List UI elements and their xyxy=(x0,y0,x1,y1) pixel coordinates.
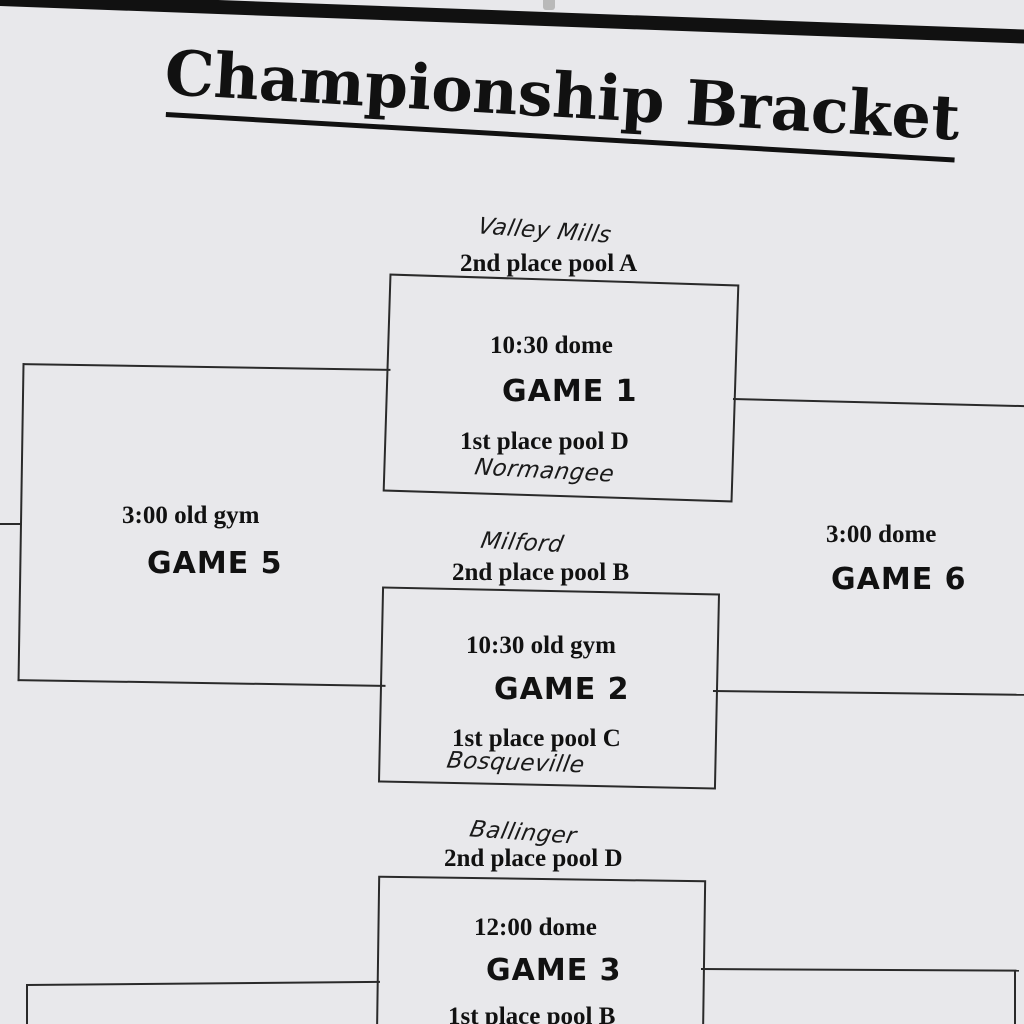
handwritten-team-game2-bottom: Bosqueville xyxy=(444,747,587,779)
pushpin-icon xyxy=(543,0,555,10)
game5-connector xyxy=(0,523,22,525)
game5-time: 3:00 old gym xyxy=(122,502,260,529)
game3-time: 12:00 dome xyxy=(474,914,597,941)
game2-bottom-slot: 1st place pool C xyxy=(452,725,621,752)
handwritten-team-game2-top: Milford xyxy=(478,527,566,559)
game8-right-edge xyxy=(1014,970,1016,1024)
game2-title: GAME 2 xyxy=(494,672,630,707)
game2-time: 10:30 old gym xyxy=(466,632,616,659)
game1-top-slot: 2nd place pool A xyxy=(460,250,638,277)
game3-title: GAME 3 xyxy=(486,953,622,988)
game5-title: GAME 5 xyxy=(147,546,283,581)
game1-bottom-slot: 1st place pool D xyxy=(460,428,629,455)
game3-bottom-slot: 1st place pool B xyxy=(448,1003,616,1024)
game1-time: 10:30 dome xyxy=(490,332,613,359)
game3-box xyxy=(375,875,707,1024)
game3-top-slot: 2nd place pool D xyxy=(444,845,623,872)
game2-top-slot: 2nd place pool B xyxy=(452,559,630,586)
game6-time: 3:00 dome xyxy=(826,521,937,548)
game6-title: GAME 6 xyxy=(831,562,967,597)
game1-title: GAME 1 xyxy=(502,374,638,409)
game7-left-edge xyxy=(26,984,28,1024)
